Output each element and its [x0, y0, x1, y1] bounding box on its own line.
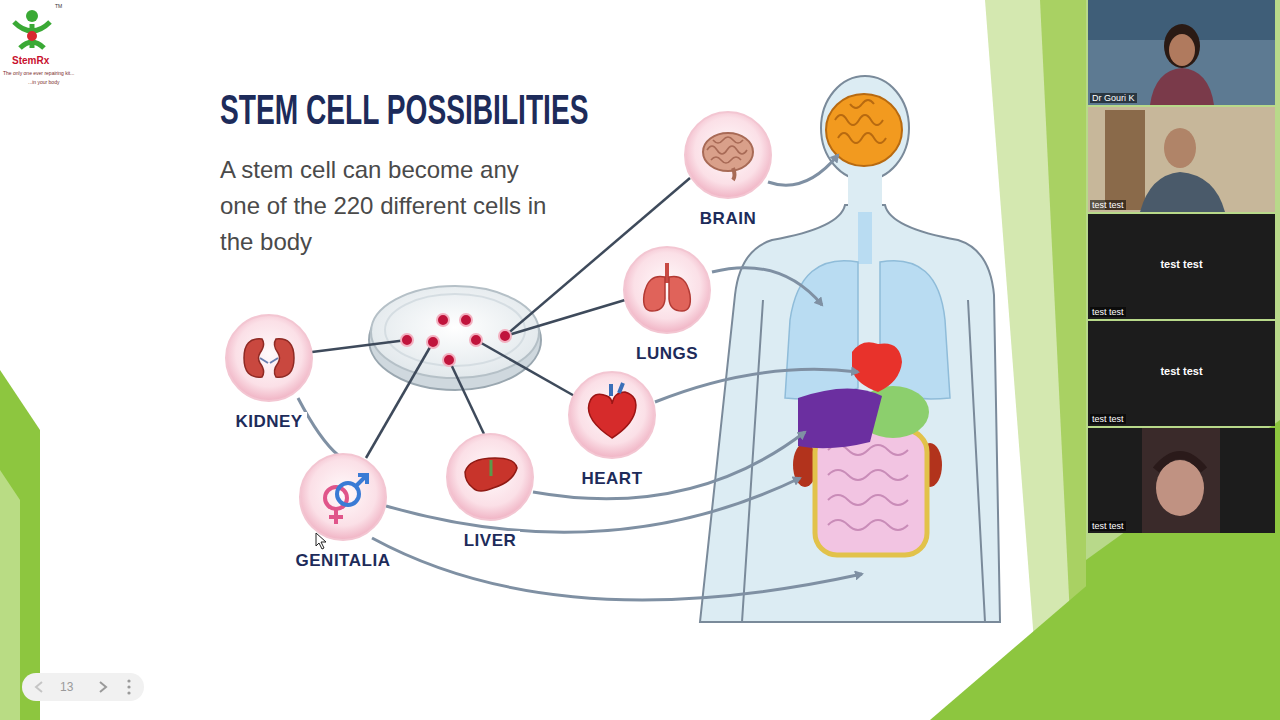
logo	[26, 10, 38, 22]
video-tile: test test test test	[1088, 321, 1275, 426]
participant-name: test test	[1088, 365, 1275, 377]
nav-prev	[36, 682, 42, 692]
green-accent	[0, 370, 40, 720]
nav-menu	[127, 679, 130, 694]
video-tile: test test test test	[1088, 214, 1275, 319]
organ-label: KIDNEY	[231, 412, 306, 432]
organ-circle: GENITALIA	[273, 452, 413, 571]
organ-arrow	[298, 155, 862, 600]
stem-cell	[401, 314, 511, 366]
sidebar-ground	[1086, 0, 1280, 720]
organ-icon	[683, 110, 773, 200]
video-tile	[1088, 428, 1275, 533]
organ-label: LUNGS	[632, 344, 702, 364]
video-tile: Dr Gouri K	[1088, 0, 1275, 105]
video-tile	[1105, 110, 1145, 210]
organ-label: GENITALIA	[292, 551, 395, 571]
organ-label: HEART	[577, 469, 646, 489]
person	[1156, 455, 1204, 470]
participant-label: Dr Gouri K	[1090, 93, 1137, 103]
nav-next	[100, 682, 106, 692]
person	[1140, 172, 1225, 212]
video-tile: test test	[1088, 428, 1275, 533]
participant-label: test test	[1090, 307, 1126, 317]
organ-icon	[567, 370, 657, 460]
green-accent	[0, 470, 20, 720]
person	[1156, 460, 1204, 516]
logo-name: StemRx	[12, 55, 49, 66]
green-accent	[1086, 420, 1280, 720]
organ-label: LIVER	[460, 531, 521, 551]
person	[1150, 68, 1214, 105]
slide-nav	[22, 673, 144, 701]
video-tile: test test	[1088, 107, 1275, 212]
participant-name: test test	[1088, 258, 1275, 270]
organ-circle: LIVER	[420, 432, 560, 551]
organ-label: BRAIN	[696, 209, 760, 229]
participant-label: test test	[1090, 200, 1126, 210]
video-tile	[1088, 321, 1275, 426]
logo	[27, 31, 37, 41]
page-number: 13	[60, 680, 73, 694]
organ-circle: LUNGS	[597, 245, 737, 364]
person	[1169, 34, 1195, 66]
video-tile	[1142, 428, 1220, 533]
organ-circle: HEART	[542, 370, 682, 489]
logo	[14, 22, 50, 48]
person	[1164, 128, 1196, 168]
person	[1164, 24, 1200, 68]
subtitle: A stem cell can become any one of the 22…	[220, 152, 560, 260]
organ-icon	[622, 245, 712, 335]
video-tile	[1088, 0, 1275, 105]
organ-icon	[224, 313, 314, 403]
video-tile	[1088, 214, 1275, 319]
organ-icon	[298, 452, 388, 542]
participant-label: test test	[1090, 414, 1126, 424]
organ-icon	[445, 432, 535, 522]
participant-label: test test	[1090, 521, 1126, 531]
human-body	[700, 76, 1000, 622]
slide-title: STEM CELL POSSIBILITIES	[220, 86, 588, 134]
organ-circle: KIDNEY	[199, 313, 339, 432]
organ-circle: BRAIN	[658, 110, 798, 229]
logo-tagline: ...in your body	[28, 79, 59, 85]
logo-tagline: The only one ever repairing kit...	[3, 70, 74, 76]
video-tile	[1088, 107, 1275, 212]
trademark: TM	[55, 3, 62, 9]
